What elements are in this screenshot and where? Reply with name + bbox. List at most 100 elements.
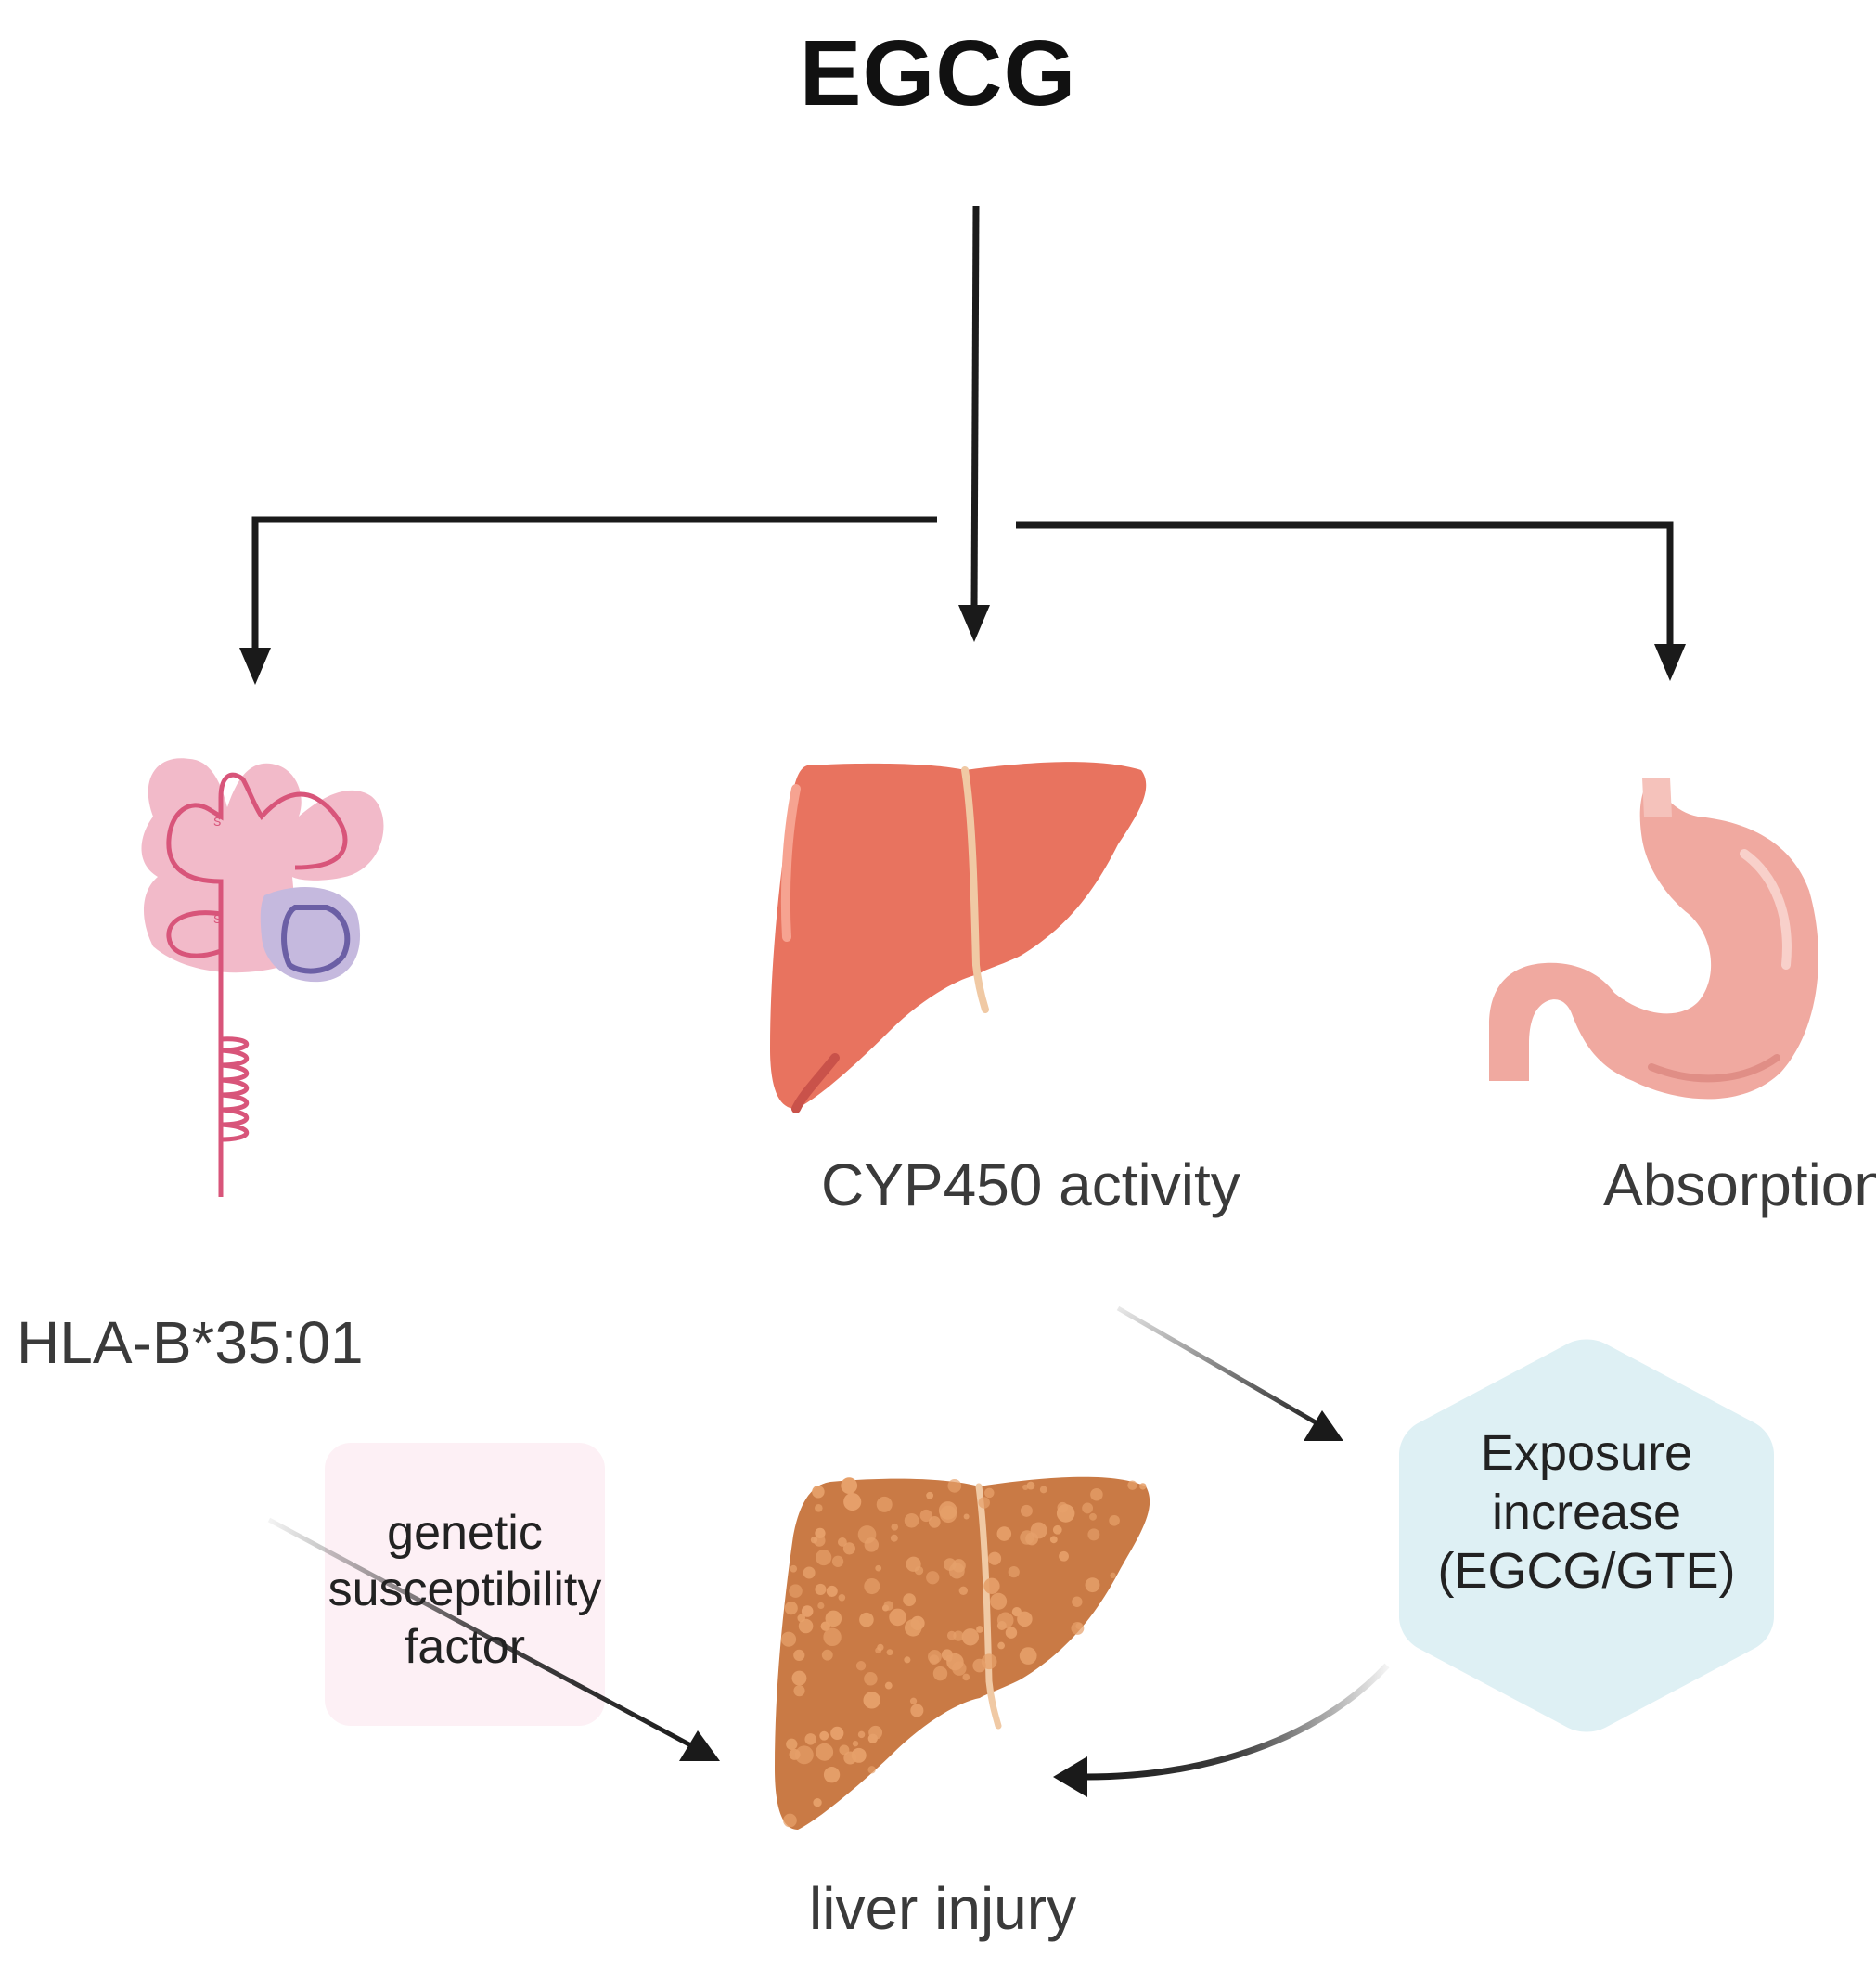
fat-droplet	[927, 1650, 942, 1664]
fat-droplet	[826, 1585, 838, 1597]
susceptibility-text: genetic susceptibility factor	[325, 1505, 605, 1676]
fat-droplet	[932, 1666, 948, 1681]
fat-droplet	[890, 1534, 898, 1542]
fat-droplet	[990, 1592, 1008, 1610]
susceptibility-line-1: genetic	[387, 1506, 543, 1560]
exposure-text: Exposure increase (EGCG/GTE)	[1399, 1424, 1774, 1602]
exposure-line-2: increase	[1491, 1484, 1682, 1540]
susceptibility-line-3: factor	[404, 1619, 526, 1674]
fat-droplet	[981, 1653, 997, 1670]
fat-droplet	[859, 1612, 874, 1627]
fat-droplet	[789, 1584, 803, 1598]
fat-droplet	[780, 1631, 797, 1647]
fat-droplet	[926, 1571, 940, 1585]
fat-droplet	[886, 1649, 893, 1656]
exposure-line-1: Exposure	[1480, 1425, 1693, 1481]
fat-droplet	[997, 1641, 1005, 1650]
fat-droplet	[798, 1618, 814, 1634]
fat-droplet	[793, 1649, 805, 1661]
fat-droplet	[857, 1525, 877, 1544]
fat-droplet	[784, 1602, 798, 1615]
fat-droplet	[1019, 1647, 1037, 1665]
fat-droplet	[797, 1614, 806, 1623]
stomach-highlight	[1740, 849, 1792, 970]
fat-droplet	[1008, 1566, 1020, 1578]
fat-droplet	[864, 1578, 880, 1595]
fat-droplet	[816, 1549, 832, 1566]
susceptibility-box	[325, 1443, 605, 1726]
fat-droplet	[1056, 1504, 1075, 1523]
fat-droplet	[815, 1583, 827, 1595]
fat-droplet	[1030, 1522, 1047, 1539]
trunk-line	[970, 205, 980, 609]
fat-droplet	[1005, 1627, 1018, 1639]
damaged-liver-ligament	[975, 1483, 1002, 1730]
fat-droplet	[815, 1527, 826, 1539]
fat-droplet	[804, 1733, 816, 1745]
fat-droplet	[823, 1767, 841, 1783]
exposure-line-3: (EGCG/GTE)	[1437, 1543, 1736, 1600]
fat-droplet	[794, 1745, 814, 1765]
fat-droplet	[801, 1605, 814, 1617]
arrowhead-injury-right	[1053, 1756, 1087, 1797]
fat-droplet	[996, 1526, 1012, 1541]
fat-droplet	[838, 1593, 846, 1602]
fat-droplet	[953, 1630, 964, 1641]
hla-molecule-icon: S S	[141, 758, 384, 1197]
fat-droplet	[903, 1593, 917, 1607]
fat-droplet	[791, 1670, 807, 1686]
fat-droplet	[812, 1486, 825, 1499]
fat-droplet	[863, 1692, 880, 1709]
fat-droplet	[810, 1537, 818, 1544]
liver-ligament	[961, 766, 989, 1013]
stomach-icon	[1489, 778, 1818, 1100]
fat-droplet	[961, 1628, 980, 1646]
fat-droplet	[1090, 1487, 1103, 1501]
fat-droplet	[983, 1577, 1000, 1594]
fat-droplet	[1127, 1480, 1137, 1490]
fat-droplet	[947, 1479, 962, 1493]
fat-droplet	[851, 1747, 867, 1763]
absorption-label: Absorption	[1603, 1151, 1876, 1218]
fat-droplet	[1020, 1530, 1034, 1545]
fat-droplet	[864, 1671, 878, 1686]
fat-droplet	[962, 1673, 970, 1681]
arrow-cyp-to-exposure	[1116, 1306, 1329, 1432]
fat-droplet	[1049, 1536, 1058, 1544]
fat-droplet	[1017, 1611, 1033, 1627]
fat-droplet	[841, 1477, 858, 1494]
arrowhead-absorption	[1654, 644, 1686, 681]
fat-droplet	[919, 1509, 932, 1523]
fat-droplet	[875, 1647, 882, 1654]
fat-droplet	[830, 1726, 844, 1740]
fat-droplet	[914, 1566, 924, 1576]
fat-droplet	[987, 1551, 1002, 1565]
fat-droplet	[852, 1741, 859, 1747]
arrowhead-injury-left	[679, 1730, 720, 1761]
stomach-body	[1489, 778, 1818, 1100]
hla-label: HLA-B*35:01	[17, 1309, 364, 1376]
disulfide-mark-lower: S	[213, 913, 221, 928]
fat-droplet	[1087, 1528, 1100, 1541]
fat-droplet	[867, 1766, 876, 1774]
fat-droplet	[1082, 1502, 1094, 1514]
fat-droplet	[952, 1661, 967, 1676]
fat-droplet	[1039, 1486, 1047, 1494]
liver-shadow	[791, 1053, 840, 1113]
fat-droplet	[996, 1612, 1014, 1629]
fat-droplet	[884, 1681, 893, 1690]
branch-arrowheads	[239, 605, 1686, 685]
arrow-exposure-to-injury	[1085, 1663, 1390, 1781]
fat-droplet	[820, 1621, 830, 1631]
branch-left-line	[251, 516, 937, 650]
hla-disulfide-marks: S S	[213, 816, 221, 928]
hla-beta2m-loop	[281, 905, 351, 974]
fat-droplet	[904, 1512, 919, 1528]
outcome-label: liver injury	[809, 1875, 1077, 1942]
fat-droplet	[963, 1513, 970, 1520]
fat-droplet	[1059, 1550, 1069, 1562]
stomach-shadow	[1648, 1054, 1780, 1083]
fat-droplet	[1085, 1577, 1100, 1593]
fat-droplet	[823, 1627, 842, 1647]
